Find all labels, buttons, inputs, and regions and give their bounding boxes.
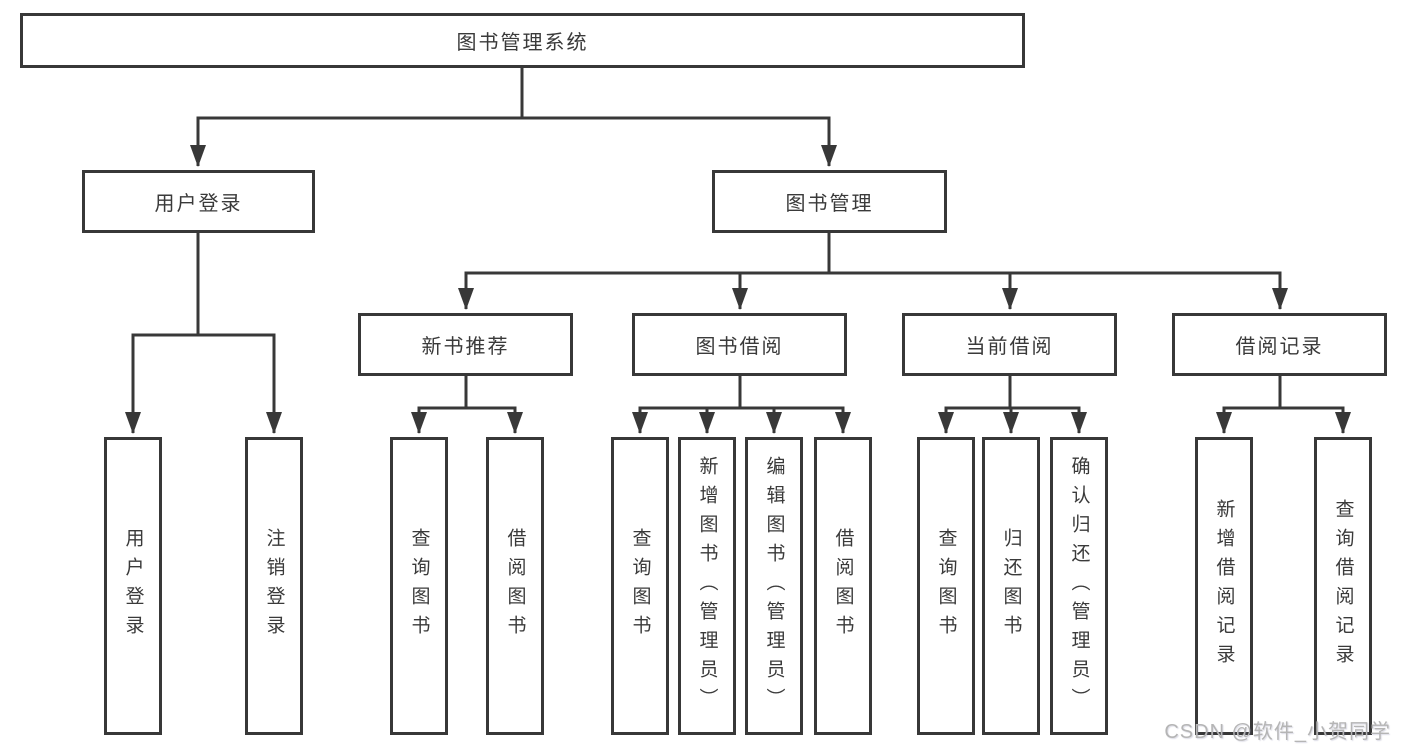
node-label: 借阅图书 [504,528,526,644]
node-new-book-recommendation: 新书推荐 [358,313,573,376]
node-label: 用户登录 [154,193,243,215]
leaf-borrow-books-recommend: 借阅图书 [486,437,544,735]
node-label: 注销登录 [263,528,285,644]
node-borrowing-records: 借阅记录 [1172,313,1387,376]
node-library-management-system: 图书管理系统 [20,13,1025,68]
leaf-user-login: 用户登录 [104,437,162,735]
node-label: 查询图书 [935,528,957,644]
leaf-confirm-return-admin: 确认归还（管理员） [1050,437,1108,735]
node-label: 图书管理系统 [456,32,589,54]
leaf-query-books-current: 查询图书 [917,437,975,735]
node-label: 借阅记录 [1235,336,1324,358]
node-current-borrowing: 当前借阅 [902,313,1117,376]
node-book-borrowing: 图书借阅 [632,313,847,376]
node-label: 归还图书 [1000,528,1022,644]
leaf-query-borrow-record: 查询借阅记录 [1314,437,1372,735]
node-user-login: 用户登录 [82,170,315,233]
leaf-query-books-borrowing: 查询图书 [611,437,669,735]
node-label: 图书借阅 [695,336,784,358]
node-label: 新增图书（管理员） [696,455,718,717]
node-label: 新书推荐 [421,336,510,358]
node-label: 查询图书 [629,528,651,644]
node-label: 查询借阅记录 [1332,499,1354,673]
node-label: 借阅图书 [832,528,854,644]
node-label: 确认归还（管理员） [1068,455,1090,717]
node-label: 编辑图书（管理员） [763,455,785,717]
node-label: 新增借阅记录 [1213,499,1235,673]
leaf-add-book-admin: 新增图书（管理员） [678,437,736,735]
node-label: 查询图书 [408,528,430,644]
leaf-return-books: 归还图书 [982,437,1040,735]
node-label: 当前借阅 [965,336,1054,358]
leaf-logout: 注销登录 [245,437,303,735]
leaf-query-books-recommend: 查询图书 [390,437,448,735]
leaf-borrow-books-borrowing: 借阅图书 [814,437,872,735]
leaf-edit-book-admin: 编辑图书（管理员） [745,437,803,735]
csdn-watermark: CSDN @软件_小贺同学 [1164,721,1391,743]
node-book-management: 图书管理 [712,170,947,233]
node-label: 图书管理 [785,193,874,215]
leaf-add-borrow-record: 新增借阅记录 [1195,437,1253,735]
node-label: 用户登录 [122,528,144,644]
